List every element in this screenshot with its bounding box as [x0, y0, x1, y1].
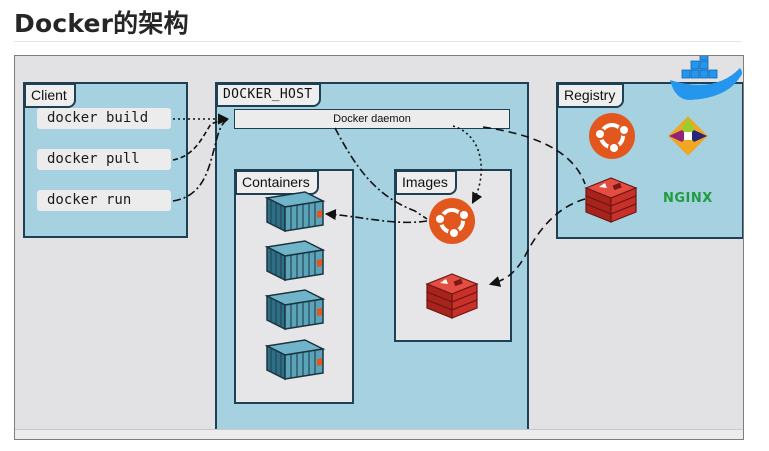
- images-title: Images: [395, 170, 457, 195]
- registry-title: Registry: [557, 83, 625, 108]
- heading-divider: [14, 41, 742, 42]
- docker-build-command: docker build: [37, 108, 171, 129]
- ubuntu-icon: [587, 111, 637, 161]
- registry-to-images-arrow: [488, 198, 586, 287]
- container-icon: [266, 339, 324, 380]
- ubuntu-icon: [427, 196, 477, 246]
- run-container-arrow: [334, 127, 428, 220]
- containers-title: Containers: [235, 170, 319, 195]
- docker-architecture-diagram: Client docker build docker pull docker r…: [14, 55, 744, 440]
- redis-icon: [426, 273, 478, 319]
- run-arrow: [172, 118, 230, 202]
- container-icon: [266, 289, 324, 330]
- pull-arrow: [172, 117, 228, 161]
- page-heading: Docker的架构: [14, 9, 189, 38]
- docker-whale-icon: [670, 56, 742, 100]
- docker-pull-command: docker pull: [37, 149, 171, 170]
- docker-host-title: DOCKER_HOST: [216, 83, 322, 107]
- container-icon: [266, 240, 324, 281]
- client-title: Client: [24, 83, 76, 108]
- daemon-to-registry-arrow: [482, 126, 586, 185]
- figure-bottom-strip: [15, 429, 743, 439]
- docker-daemon: Docker daemon: [234, 109, 510, 129]
- centos-icon: [668, 116, 708, 156]
- docker-run-command: docker run: [37, 190, 171, 211]
- container-icon: [266, 191, 324, 232]
- daemon-to-images-arrow: [452, 125, 483, 204]
- redis-icon: [585, 177, 637, 223]
- nginx-logo: NGINX: [663, 191, 713, 206]
- diagram-graphics: [172, 56, 742, 380]
- image-to-container-arrow: [324, 208, 428, 224]
